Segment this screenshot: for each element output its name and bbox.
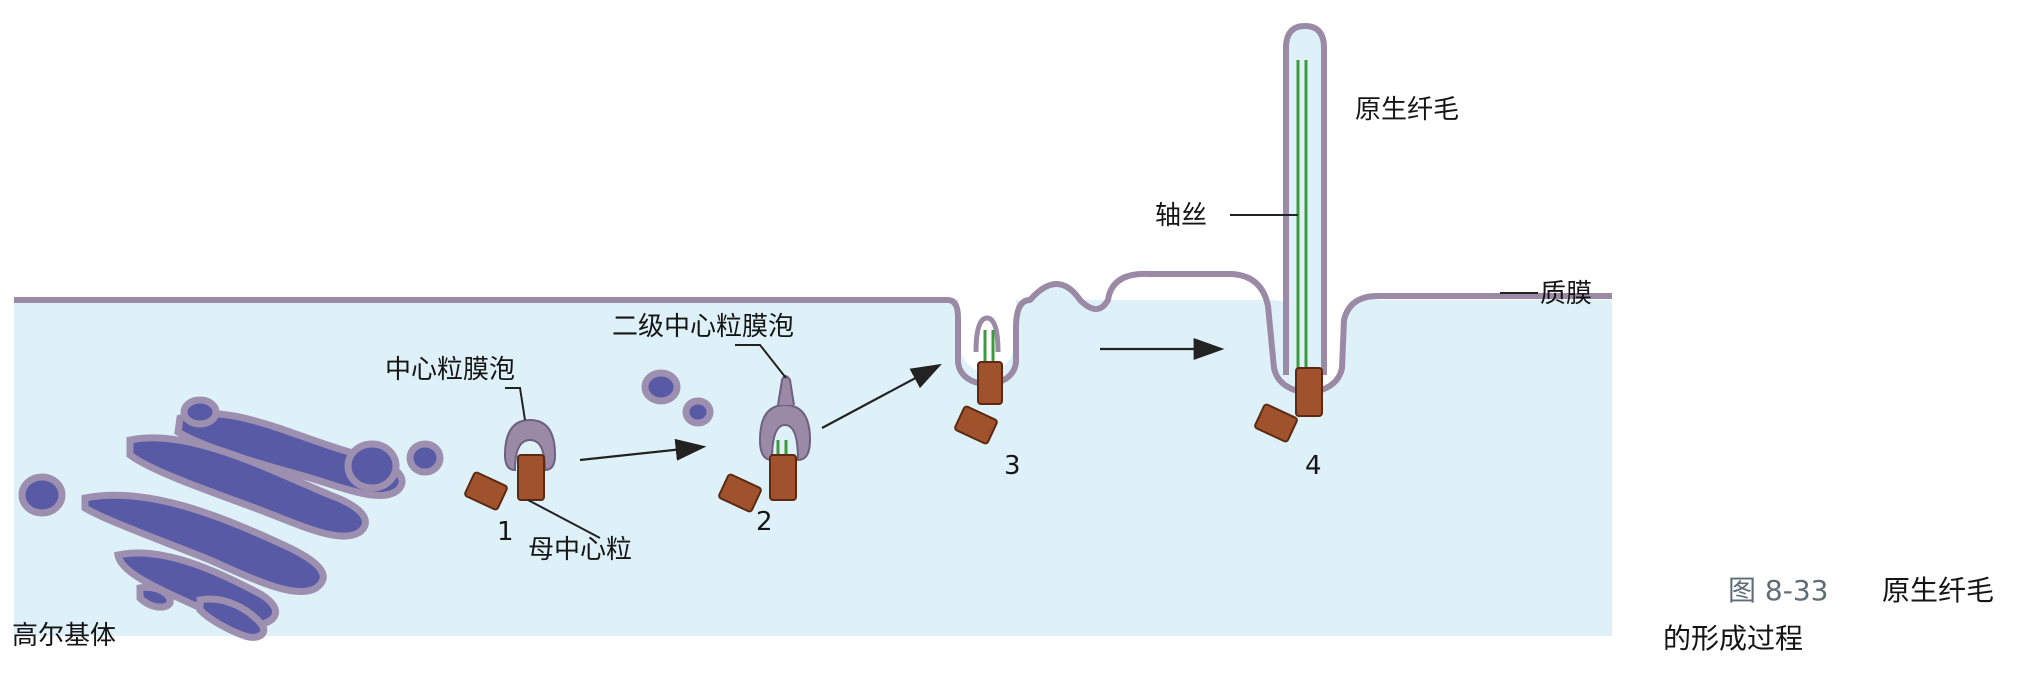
golgi-apparatus [18,369,714,641]
leader-mother-centriole [527,499,601,539]
caption-title-line2: 的形成过程 [1663,622,1803,655]
mother-centriole [517,454,545,501]
leader-centriolar-vesicle [505,387,526,421]
stage-1 [464,418,557,511]
arrow-2-to-3 [821,363,942,429]
primary-cilium-shaft [1283,22,1327,375]
step-number-4: 4 [1305,451,1322,481]
stage-4 [1254,367,1323,443]
label-centriolar-vesicle: 中心粒膜泡 [385,355,515,385]
label-axoneme: 轴丝 [1155,201,1207,231]
step-number-3: 3 [1004,451,1021,481]
stage-2 [718,375,812,513]
label-mother-centriole: 母中心粒 [528,535,632,565]
arrow-1-to-2 [579,438,707,462]
label-primary-cilium: 原生纤毛 [1355,95,1459,125]
daughter-centriole [464,471,508,511]
leader-secondary-vesicle [735,344,787,379]
label-golgi: 高尔基体 [12,621,116,651]
step-number-1: 1 [497,517,514,547]
label-secondary-centriolar-vesicle: 二级中心粒膜泡 [612,312,794,342]
label-plasma-membrane: 质膜 [1540,279,1592,309]
cytoplasm-area [14,281,1612,636]
stage-3 [954,315,1003,445]
caption-figure-number: 图 8-33 [1728,574,1828,607]
step-number-2: 2 [756,507,773,537]
caption-title-line1: 原生纤毛 [1882,574,1994,607]
